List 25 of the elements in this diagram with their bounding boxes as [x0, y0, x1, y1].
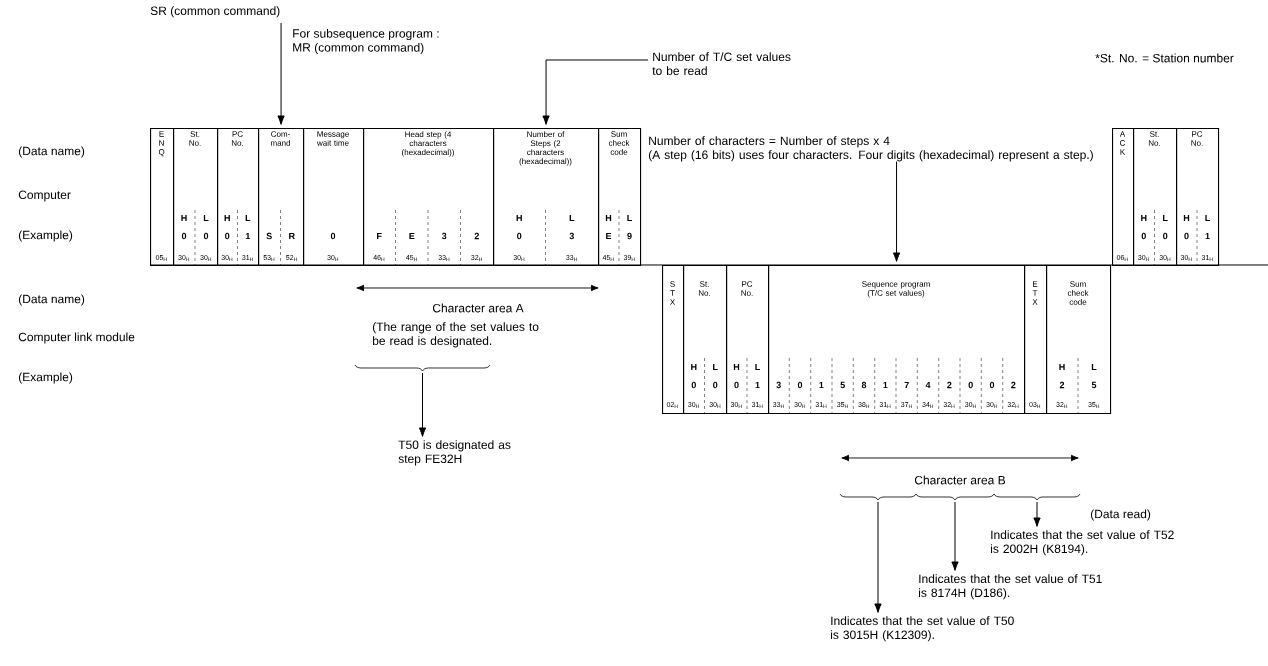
arrow: [892, 161, 901, 262]
note-text: T50 is designated as step FE32H: [398, 440, 511, 466]
arrow: [542, 59, 649, 125]
arrow: [951, 501, 959, 571]
note-text: Number of characters = Number of steps x 4 (A step (16 bits) uses four characters. Four digits (hexadecimal) represent a step.): [648, 136, 1093, 162]
note-text: (The range of the set values to be read is designated.: [372, 322, 539, 348]
arrow: [418, 372, 427, 437]
row-label: (Example): [18, 372, 73, 384]
row-label: Computer link module: [18, 332, 135, 344]
footnote: *St. No. = Station number: [1095, 53, 1234, 63]
note-text: SR (common command) For subsequence program : MR (common command): [150, 6, 439, 55]
note-text: Number of T/C set values to be read: [652, 52, 791, 75]
row-label: (Data name): [18, 294, 85, 306]
note-text: Indicates that the set value of T52 is 2002H (K8194).: [991, 530, 1174, 556]
arrow: [277, 22, 285, 125]
row-label: (Data name): [18, 146, 85, 158]
note-text: Indicates that the set value of T50 is 3015H (K12309).: [831, 616, 1014, 642]
arrow: [874, 501, 882, 613]
note-text: Indicates that the set value of T51 is 8174H (D186).: [919, 574, 1102, 600]
arrow: [1033, 501, 1041, 527]
note-text: (Data read): [1090, 509, 1151, 521]
area-label: Character area A: [432, 303, 524, 313]
area-label: Character area B: [914, 475, 1006, 485]
row-label: (Example): [18, 230, 73, 242]
row-label: Computer: [18, 190, 71, 202]
